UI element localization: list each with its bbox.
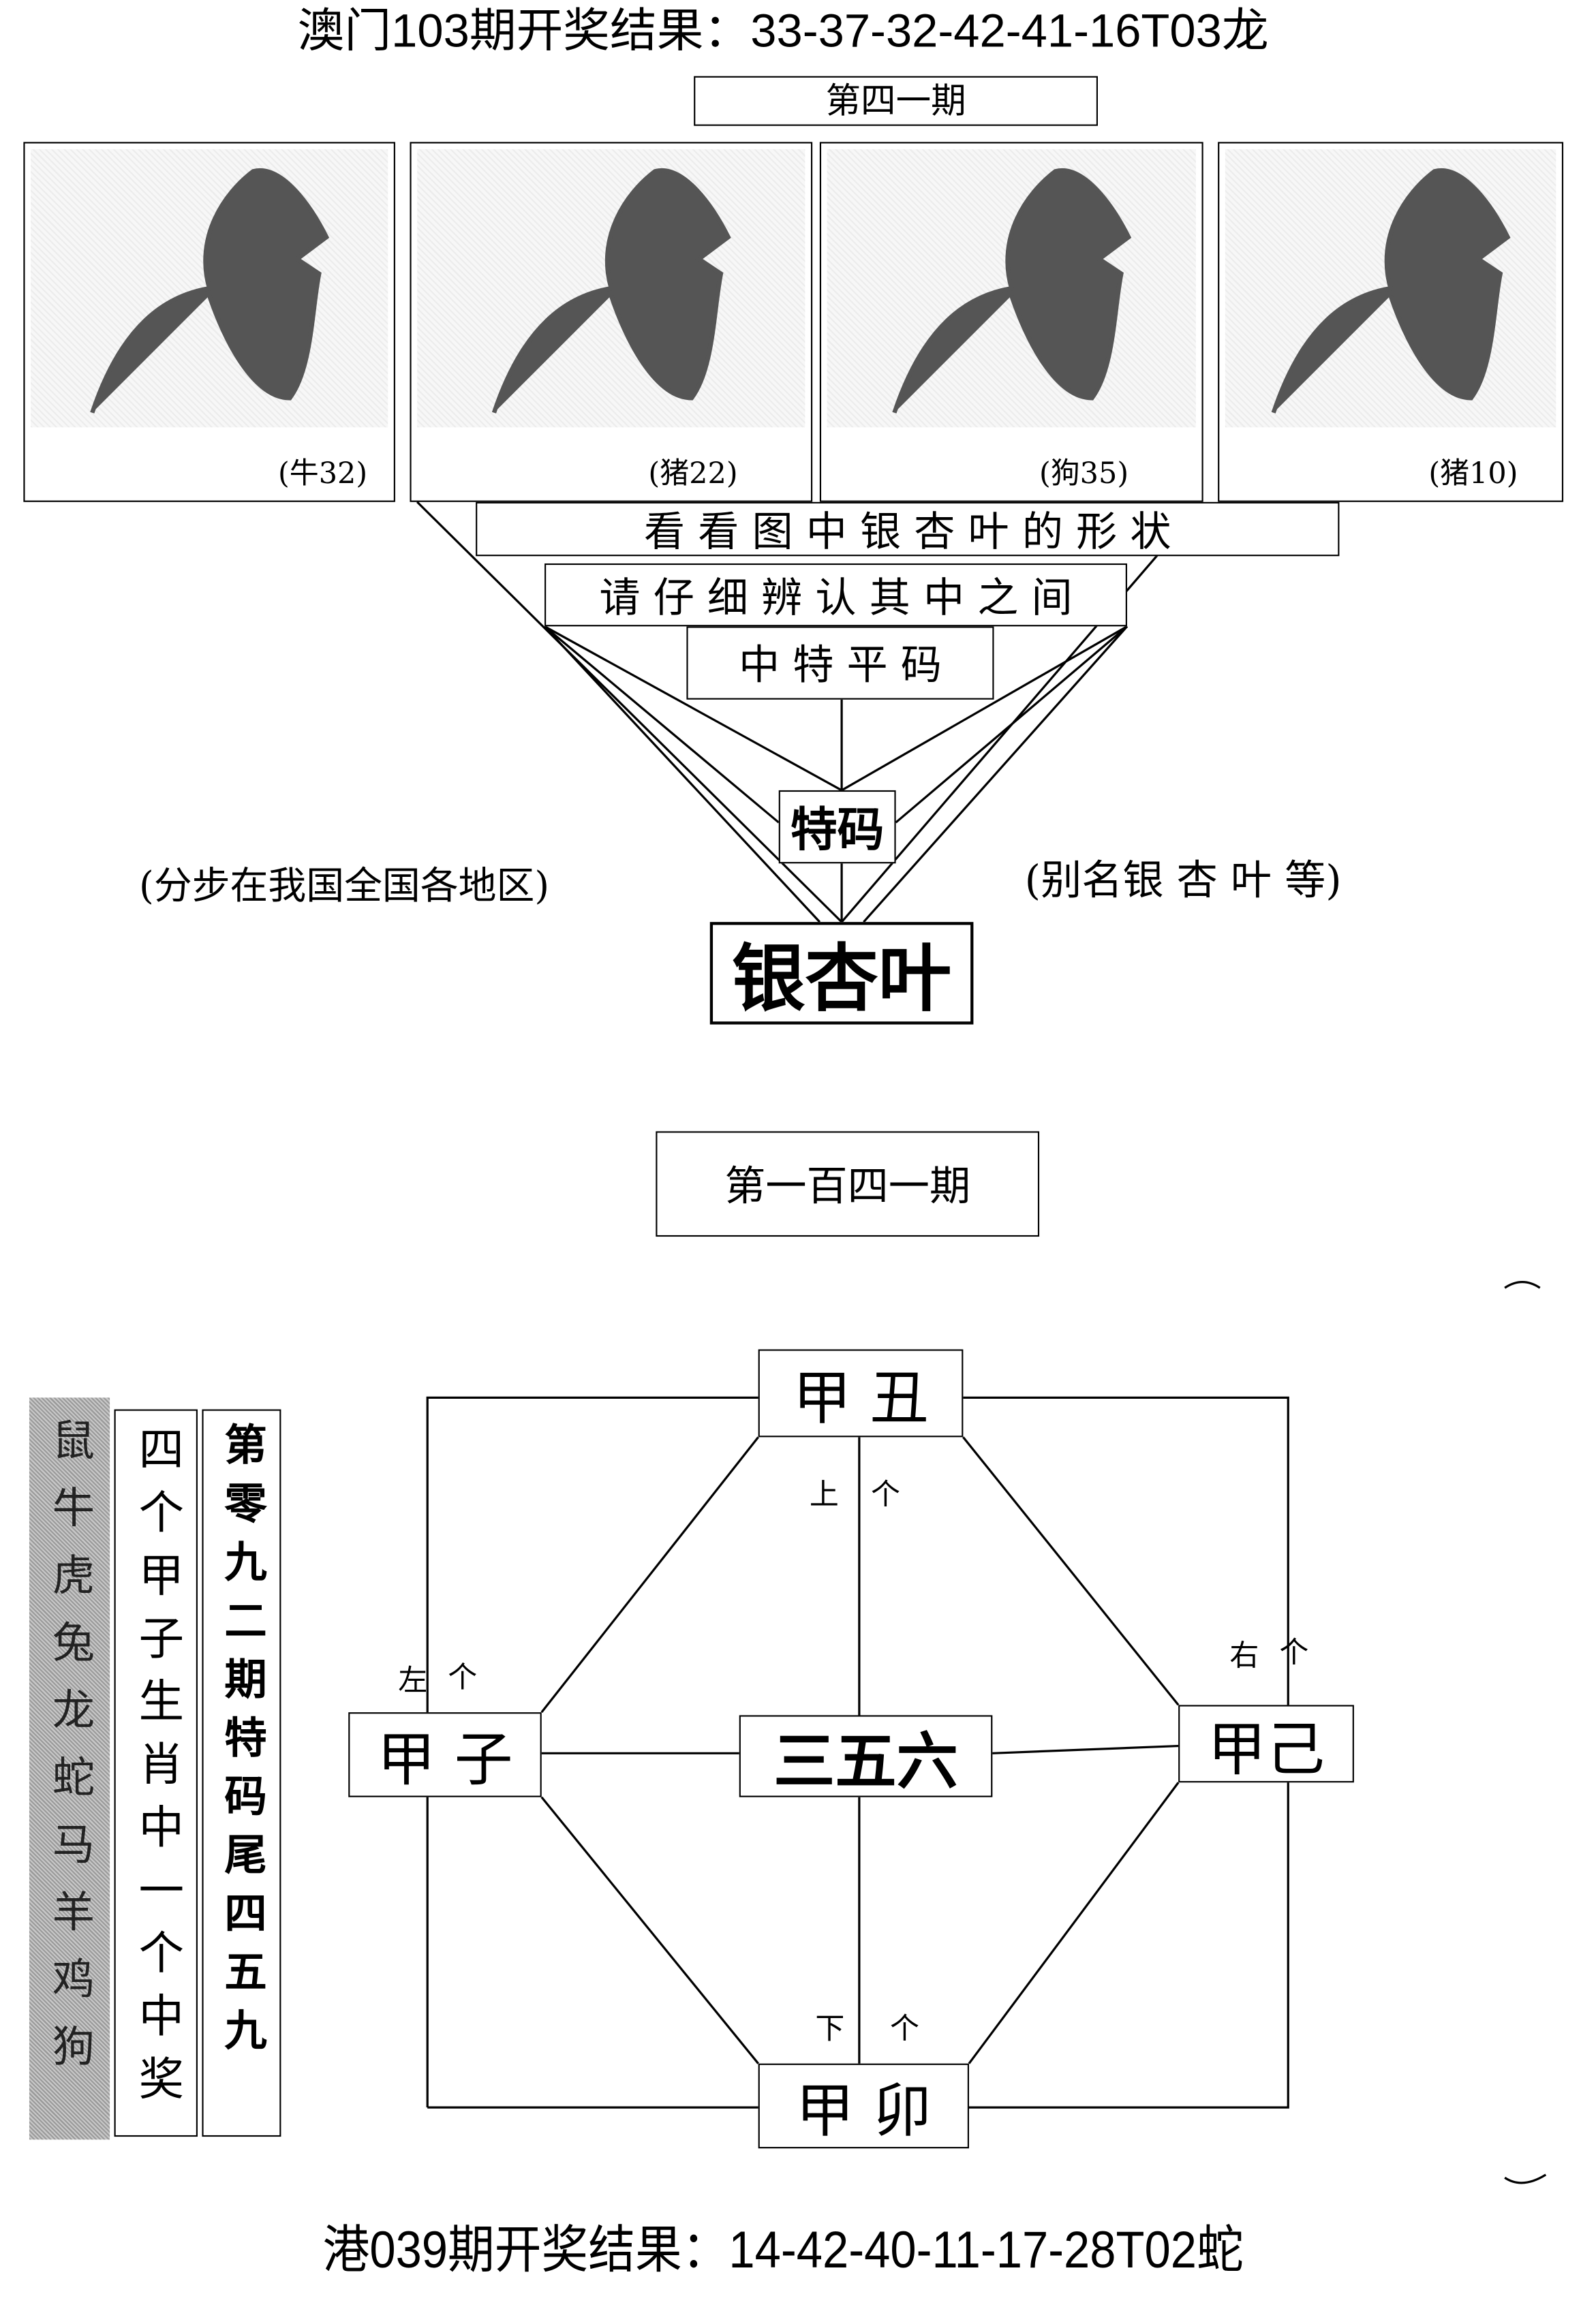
- leaf-panel-2: (猪22): [410, 142, 813, 502]
- hint-text: 四个甲子生肖中一个中奖: [129, 1425, 183, 2118]
- panel-label: (猪10): [1428, 455, 1518, 491]
- left-label-1: 左: [398, 1662, 428, 1698]
- hint-column: 四个甲子生肖中一个中奖: [114, 1409, 198, 2137]
- bottom-label-2: 个: [889, 2011, 919, 2046]
- ginkgo-leaf-image: [827, 149, 1196, 428]
- node-left: 甲 子: [348, 1712, 542, 1797]
- riddle-line-1: 看 看 图 中 银 杏 叶 的 形 状: [476, 501, 1340, 557]
- node-right: 甲己: [1178, 1705, 1354, 1783]
- leaf-panel-1: (牛32): [23, 142, 395, 502]
- top-label-2: 个: [871, 1476, 901, 1512]
- bottom-label-1: 下: [815, 2011, 845, 2046]
- bottom-result-title: 港039期开奖结果：14-42-40-11-17-28T02蛇: [322, 2220, 1244, 2279]
- zodiac-text: 鼠牛虎兔龙蛇马羊鸡狗: [46, 1418, 96, 2092]
- panel-label: (牛32): [277, 455, 368, 491]
- top-label-1: 上: [809, 1476, 839, 1512]
- zodiac-column: 鼠牛虎兔龙蛇马羊鸡狗: [29, 1397, 110, 2140]
- answer-box: 银杏叶: [709, 922, 974, 1025]
- panel-label: (猪22): [648, 455, 738, 491]
- riddle-line-2: 请 仔 细 辨 认 其 中 之 间: [544, 563, 1127, 627]
- ginkgo-leaf-image: [31, 149, 388, 428]
- period-box: 第一百四一期: [656, 1131, 1040, 1237]
- node-bottom: 甲 卯: [758, 2063, 969, 2149]
- ginkgo-leaf-image: [417, 149, 805, 428]
- leaf-panel-4: (猪10): [1218, 142, 1564, 502]
- ginkgo-leaf-image: [1225, 149, 1556, 428]
- node-top: 甲 丑: [758, 1349, 964, 1438]
- tail-text: 第零九二期特码尾四五九: [217, 1422, 268, 2066]
- top-result-title: 澳门103期开奖结果：33-37-32-42-41-16T03龙: [297, 4, 1269, 57]
- panel-label: (狗35): [1039, 455, 1129, 491]
- special-code-box: 特码: [778, 790, 896, 864]
- right-label-2: 个: [1279, 1634, 1309, 1670]
- left-note: (分步在我国全国各地区): [139, 865, 550, 909]
- top-period-label: 第四一期: [825, 80, 966, 122]
- riddle-line-3: 中 特 平 码: [686, 626, 994, 700]
- right-note: (别名银 杏 叶 等): [1024, 856, 1342, 905]
- node-center: 三五六: [739, 1715, 993, 1797]
- tail-column: 第零九二期特码尾四五九: [202, 1409, 281, 2137]
- leaf-panel-3: (狗35): [819, 142, 1203, 502]
- right-label-1: 右: [1229, 1637, 1259, 1673]
- top-period-box: 第四一期: [694, 76, 1098, 126]
- left-label-2: 个: [448, 1659, 478, 1695]
